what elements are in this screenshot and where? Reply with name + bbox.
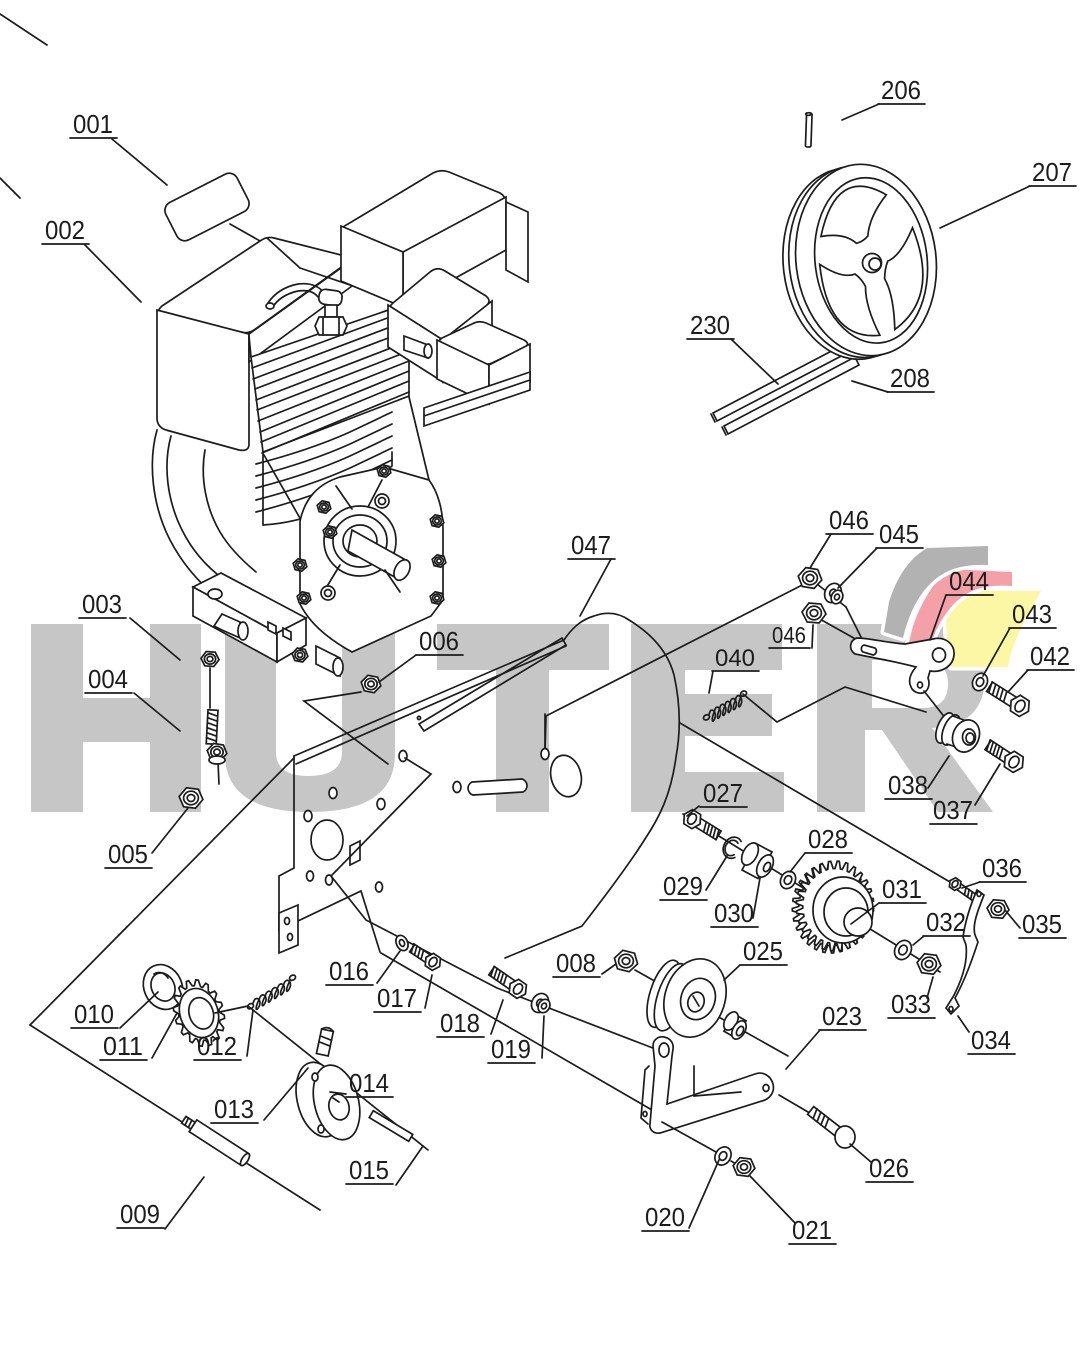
svg-text:008: 008 — [556, 948, 596, 978]
svg-text:044: 044 — [949, 566, 989, 596]
svg-text:004: 004 — [88, 664, 128, 694]
svg-text:042: 042 — [1030, 641, 1070, 671]
svg-text:035: 035 — [1022, 909, 1062, 939]
svg-text:001: 001 — [73, 109, 113, 139]
svg-text:032: 032 — [926, 907, 966, 937]
svg-text:230: 230 — [690, 310, 730, 340]
svg-text:015: 015 — [349, 1155, 389, 1185]
svg-text:047: 047 — [571, 530, 611, 560]
svg-text:025: 025 — [743, 936, 783, 966]
svg-text:046: 046 — [772, 622, 806, 648]
svg-text:006: 006 — [419, 626, 459, 656]
svg-text:013: 013 — [214, 1094, 254, 1124]
svg-text:206: 206 — [881, 75, 921, 105]
svg-text:046: 046 — [829, 505, 869, 535]
svg-text:036: 036 — [982, 853, 1022, 883]
svg-text:011: 011 — [103, 1031, 143, 1061]
svg-text:018: 018 — [440, 1008, 480, 1038]
svg-text:002: 002 — [45, 215, 85, 245]
svg-text:010: 010 — [74, 999, 114, 1029]
svg-text:003: 003 — [82, 589, 122, 619]
svg-text:009: 009 — [120, 1199, 160, 1229]
svg-text:027: 027 — [703, 778, 743, 808]
svg-text:029: 029 — [663, 871, 703, 901]
svg-text:021: 021 — [792, 1215, 832, 1245]
svg-text:012: 012 — [197, 1031, 237, 1061]
svg-text:005: 005 — [108, 839, 148, 869]
svg-text:023: 023 — [822, 1001, 862, 1031]
svg-text:037: 037 — [933, 795, 973, 825]
svg-text:026: 026 — [869, 1153, 909, 1183]
svg-text:019: 019 — [491, 1034, 531, 1064]
svg-text:017: 017 — [377, 983, 417, 1013]
svg-text:020: 020 — [645, 1202, 685, 1232]
svg-text:016: 016 — [329, 956, 369, 986]
svg-text:034: 034 — [971, 1025, 1011, 1055]
svg-text:033: 033 — [891, 989, 931, 1019]
svg-text:043: 043 — [1012, 599, 1052, 629]
svg-text:208: 208 — [890, 363, 930, 393]
svg-text:028: 028 — [808, 824, 848, 854]
svg-text:040: 040 — [715, 645, 755, 672]
svg-text:014: 014 — [349, 1068, 389, 1098]
svg-text:038: 038 — [888, 770, 928, 800]
svg-text:030: 030 — [714, 898, 754, 928]
svg-text:045: 045 — [879, 519, 919, 549]
svg-text:207: 207 — [1032, 157, 1072, 187]
svg-text:031: 031 — [882, 874, 922, 904]
